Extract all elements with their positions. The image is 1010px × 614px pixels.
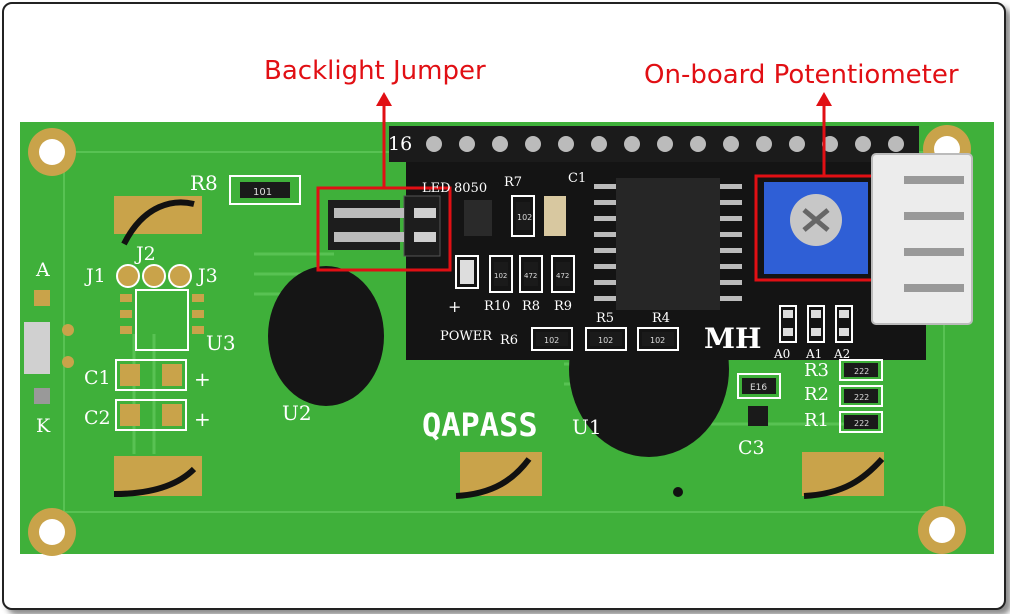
u3-label: U3	[206, 331, 236, 355]
i2c-connector	[871, 153, 973, 325]
led-label: LED	[422, 181, 451, 196]
j-pads	[116, 264, 204, 351]
r8-label: R8	[190, 171, 218, 195]
power-label: POWER	[440, 329, 493, 344]
r2-label: R2	[804, 384, 829, 405]
via	[673, 487, 683, 497]
r7-resistor	[516, 202, 530, 230]
ic-pins	[594, 184, 742, 301]
mh-label: MH	[704, 322, 761, 355]
r8-resistor	[240, 182, 290, 198]
r3-label: R3	[804, 360, 829, 381]
r9-label: R9	[554, 299, 572, 314]
j1-label: J1	[84, 265, 106, 287]
j2-label: J2	[134, 243, 156, 265]
r7-code: 102	[517, 213, 532, 222]
potentiometer-callout: On-board Potentiometer	[644, 60, 959, 90]
cathode-label: K	[36, 415, 51, 437]
address-pads	[779, 305, 853, 343]
r7-outline	[511, 195, 535, 237]
solder-tabs	[113, 196, 885, 499]
r1-code: 222	[854, 419, 869, 428]
backlight-arrow	[376, 92, 392, 188]
r5-label: R5	[596, 311, 614, 326]
c1-c2-pads	[115, 359, 187, 431]
r9-code: 472	[556, 272, 569, 280]
potentiometer-arrow	[816, 92, 832, 176]
backlight-jumper-callout: Backlight Jumper	[264, 56, 486, 86]
c1-plus: +	[194, 367, 211, 391]
u2-label: U2	[282, 401, 312, 425]
header-pins	[426, 136, 904, 152]
r6-code: 102	[544, 336, 559, 345]
c2-label: C2	[84, 407, 111, 429]
brand-label: QAPASS	[422, 406, 538, 444]
r5-code: 102	[598, 336, 613, 345]
c3-code: E16	[750, 383, 767, 393]
c1-label: C1	[84, 367, 111, 389]
transistor	[464, 200, 492, 236]
u1-label: U1	[572, 415, 602, 439]
anode-label: A	[35, 259, 50, 281]
transistor-label: 8050	[454, 181, 487, 196]
r10-code: 102	[494, 272, 507, 280]
c1-capacitor	[544, 196, 566, 236]
r1-label: R1	[804, 410, 829, 431]
module-r8-label: R8	[522, 299, 540, 314]
pin16-label: 16	[388, 133, 412, 155]
potentiometer-slot	[802, 208, 830, 232]
r7-label: R7	[504, 175, 522, 190]
r8-outline	[229, 175, 301, 205]
r6-label: R6	[500, 333, 518, 348]
r3-code: 222	[854, 367, 869, 376]
lower-right-parts	[737, 359, 883, 433]
power-led	[460, 260, 474, 284]
a2-label: A2	[833, 347, 850, 361]
connector-pins	[904, 176, 964, 292]
r10-label: R10	[484, 299, 510, 314]
module-r8-code: 472	[524, 272, 537, 280]
r8-code: 101	[253, 187, 272, 198]
a0-label: A0	[773, 347, 790, 361]
r4-label: R4	[652, 311, 670, 326]
module-c1-label: C1	[568, 171, 586, 186]
lcd-backpack-photo: 101 R8 J1 J2 J3 U3 C1 C2 + + A K U2 QAPA…	[20, 92, 994, 556]
a1-label: A1	[805, 347, 822, 361]
resistor-row-vertical	[489, 255, 575, 293]
c3-label: C3	[738, 437, 765, 459]
resistor-row-horizontal	[531, 327, 679, 351]
r2-code: 222	[854, 393, 869, 402]
c2-plus: +	[194, 407, 211, 431]
r4-code: 102	[650, 336, 665, 345]
backlight-pads	[24, 290, 74, 404]
pcf8574-ic	[616, 178, 720, 310]
power-plus: +	[448, 297, 461, 316]
backlight-jumper	[328, 195, 441, 257]
power-led-outline	[455, 255, 479, 289]
u2-chip-blob	[268, 266, 384, 406]
j3-label: J3	[196, 265, 218, 287]
